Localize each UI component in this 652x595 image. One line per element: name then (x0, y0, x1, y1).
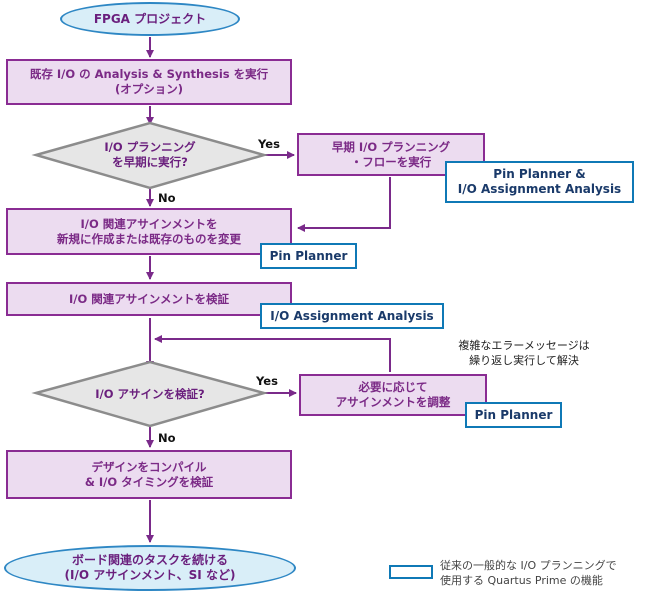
tool-verify-ioaa: I/O Assignment Analysis (260, 303, 444, 329)
step-compile: デザインをコンパイル & I/O タイミングを検証 (6, 450, 292, 499)
step-verify-assignments: I/O 関連アサインメントを検証 (6, 282, 292, 316)
decision-early-shape (31, 121, 269, 190)
step-early-flow: 早期 I/O プランニング ・フローを実行 (297, 133, 485, 176)
step-analysis-synthesis: 既存 I/O の Analysis & Synthesis を実行 (オプション… (6, 59, 292, 105)
no-label-verify: No (158, 431, 176, 445)
yes-label-verify: Yes (256, 374, 278, 388)
end-terminal: ボード関連のタスクを続ける (I/O アサインメント、SI など) (4, 545, 296, 591)
no-label-early: No (158, 191, 176, 205)
step-adjust-assignments: 必要に応じて アサインメントを調整 (299, 374, 487, 416)
legend-swatch (389, 565, 433, 579)
tool-early-pinplanner-ioaa: Pin Planner & I/O Assignment Analysis (445, 161, 634, 203)
decision-early-text: I/O プランニング を早期に実行? (104, 140, 196, 169)
tool-create-pinplanner: Pin Planner (260, 243, 357, 269)
arrow-early-flow-return (297, 177, 391, 232)
decision-verify-text: I/O アサインを検証? (95, 386, 205, 401)
tool-adjust-pinplanner: Pin Planner (465, 402, 562, 428)
yes-label-early: Yes (258, 137, 280, 151)
decision-verify-shape (31, 360, 269, 428)
start-terminal: FPGA プロジェクト (60, 2, 240, 36)
legend-text: 従来の一般的な I/O プランニングで 使用する Quartus Prime の… (440, 559, 617, 587)
arrow-loop-back (154, 335, 391, 372)
note-loop: 複雑なエラーメッセージは 繰り返し実行して解決 (458, 339, 590, 367)
step-create-assignments: I/O 関連アサインメントを 新規に作成または既存のものを変更 (6, 208, 292, 255)
